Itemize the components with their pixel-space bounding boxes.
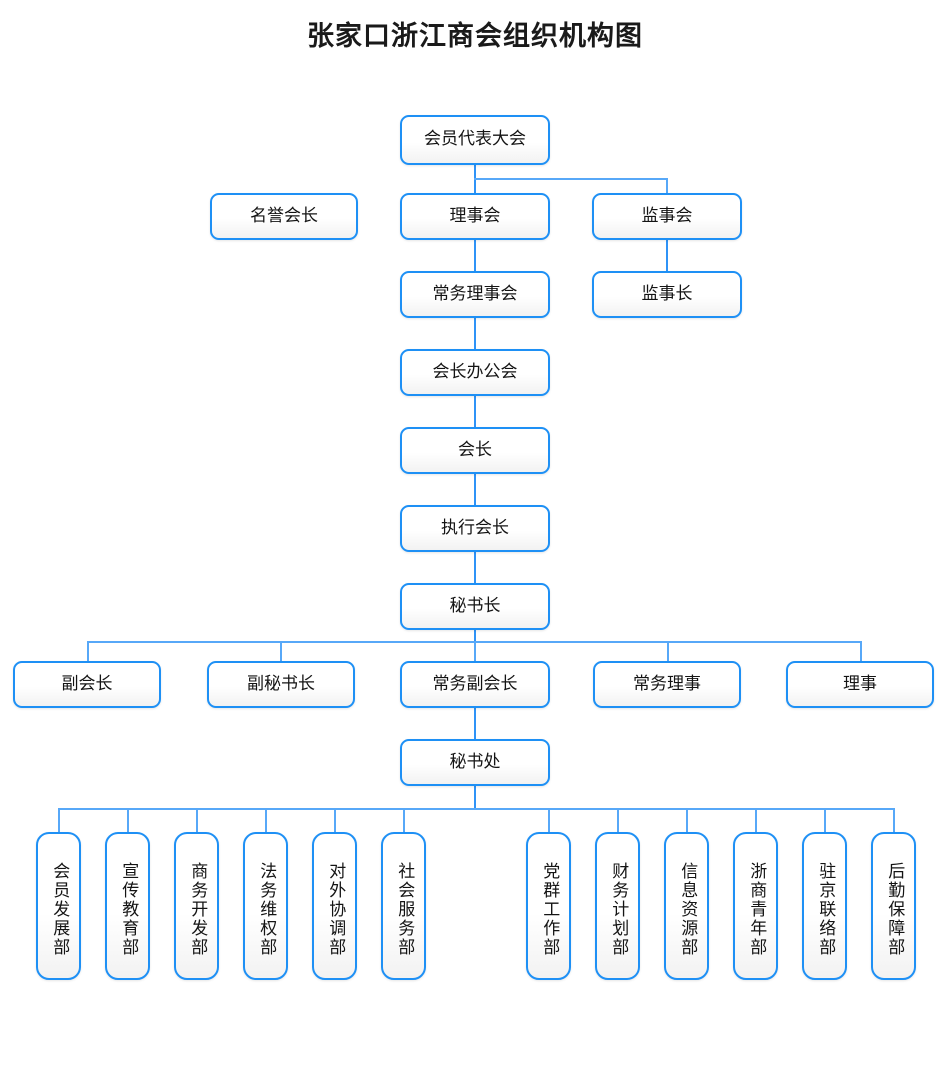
node-director[interactable]: 理事 — [786, 661, 934, 708]
connector-president-to-executive — [474, 474, 476, 505]
node-secretary-general[interactable]: 秘书长 — [400, 583, 550, 630]
connector-department-drop-7 — [548, 808, 550, 832]
connector-officer-drop-4 — [667, 641, 669, 662]
connector-officer-drop-2 — [280, 641, 282, 662]
connector-officer-drop-3 — [474, 641, 476, 662]
connector-department-drop-5 — [334, 808, 336, 832]
connector-department-drop-2 — [127, 808, 129, 832]
connector-officer-drop-5 — [860, 641, 862, 662]
node-department-logistics-support[interactable]: 后勤保障部 — [871, 832, 916, 980]
node-honorary-president[interactable]: 名誉会长 — [210, 193, 358, 240]
connector-executive-to-secretary-general — [474, 552, 476, 583]
connector-department-drop-3 — [196, 808, 198, 832]
node-executive-president[interactable]: 执行会长 — [400, 505, 550, 552]
node-standing-council[interactable]: 常务理事会 — [400, 271, 550, 318]
connector-department-bus — [58, 808, 893, 810]
connector-supervisory-drop — [666, 178, 668, 193]
node-department-zhejiang-youth[interactable]: 浙商青年部 — [733, 832, 778, 980]
connector-department-drop-12 — [893, 808, 895, 832]
connector-office-to-president — [474, 396, 476, 427]
node-chief-supervisor[interactable]: 监事长 — [592, 271, 742, 318]
node-department-legal-rights[interactable]: 法务维权部 — [243, 832, 288, 980]
connector-council-to-standing-council — [474, 240, 476, 271]
page-title: 张家口浙江商会组织机构图 — [307, 21, 643, 52]
connector-department-drop-1 — [58, 808, 60, 832]
connector-department-drop-11 — [824, 808, 826, 832]
node-secretariat[interactable]: 秘书处 — [400, 739, 550, 786]
node-department-member-development[interactable]: 会员发展部 — [36, 832, 81, 980]
connector-department-drop-9 — [686, 808, 688, 832]
node-vice-president[interactable]: 副会长 — [13, 661, 161, 708]
node-department-external-coordination[interactable]: 对外协调部 — [312, 832, 357, 980]
node-assembly[interactable]: 会员代表大会 — [400, 115, 550, 165]
connector-officer-drop-1 — [87, 641, 89, 662]
connector-secretariat-down — [474, 786, 476, 808]
node-department-finance-planning[interactable]: 财务计划部 — [595, 832, 640, 980]
connector-assembly-to-supervisory — [474, 178, 667, 180]
node-standing-vice-president[interactable]: 常务副会长 — [400, 661, 550, 708]
node-deputy-secretary-general[interactable]: 副秘书长 — [207, 661, 355, 708]
node-council[interactable]: 理事会 — [400, 193, 550, 240]
node-department-party-mass-work[interactable]: 党群工作部 — [526, 832, 571, 980]
node-department-business-development[interactable]: 商务开发部 — [174, 832, 219, 980]
node-supervisory-board[interactable]: 监事会 — [592, 193, 742, 240]
node-standing-director[interactable]: 常务理事 — [593, 661, 741, 708]
connector-department-drop-6 — [403, 808, 405, 832]
node-president-office-meeting[interactable]: 会长办公会 — [400, 349, 550, 396]
node-department-publicity-education[interactable]: 宣传教育部 — [105, 832, 150, 980]
node-department-beijing-liaison[interactable]: 驻京联络部 — [802, 832, 847, 980]
connector-department-drop-10 — [755, 808, 757, 832]
node-president[interactable]: 会长 — [400, 427, 550, 474]
connector-standing-council-to-office — [474, 318, 476, 349]
connector-supervisory-to-chief — [666, 240, 668, 271]
node-department-information-resources[interactable]: 信息资源部 — [664, 832, 709, 980]
node-department-social-service[interactable]: 社会服务部 — [381, 832, 426, 980]
connector-vice-president-to-secretariat — [474, 708, 476, 739]
connector-department-drop-4 — [265, 808, 267, 832]
connector-department-drop-8 — [617, 808, 619, 832]
